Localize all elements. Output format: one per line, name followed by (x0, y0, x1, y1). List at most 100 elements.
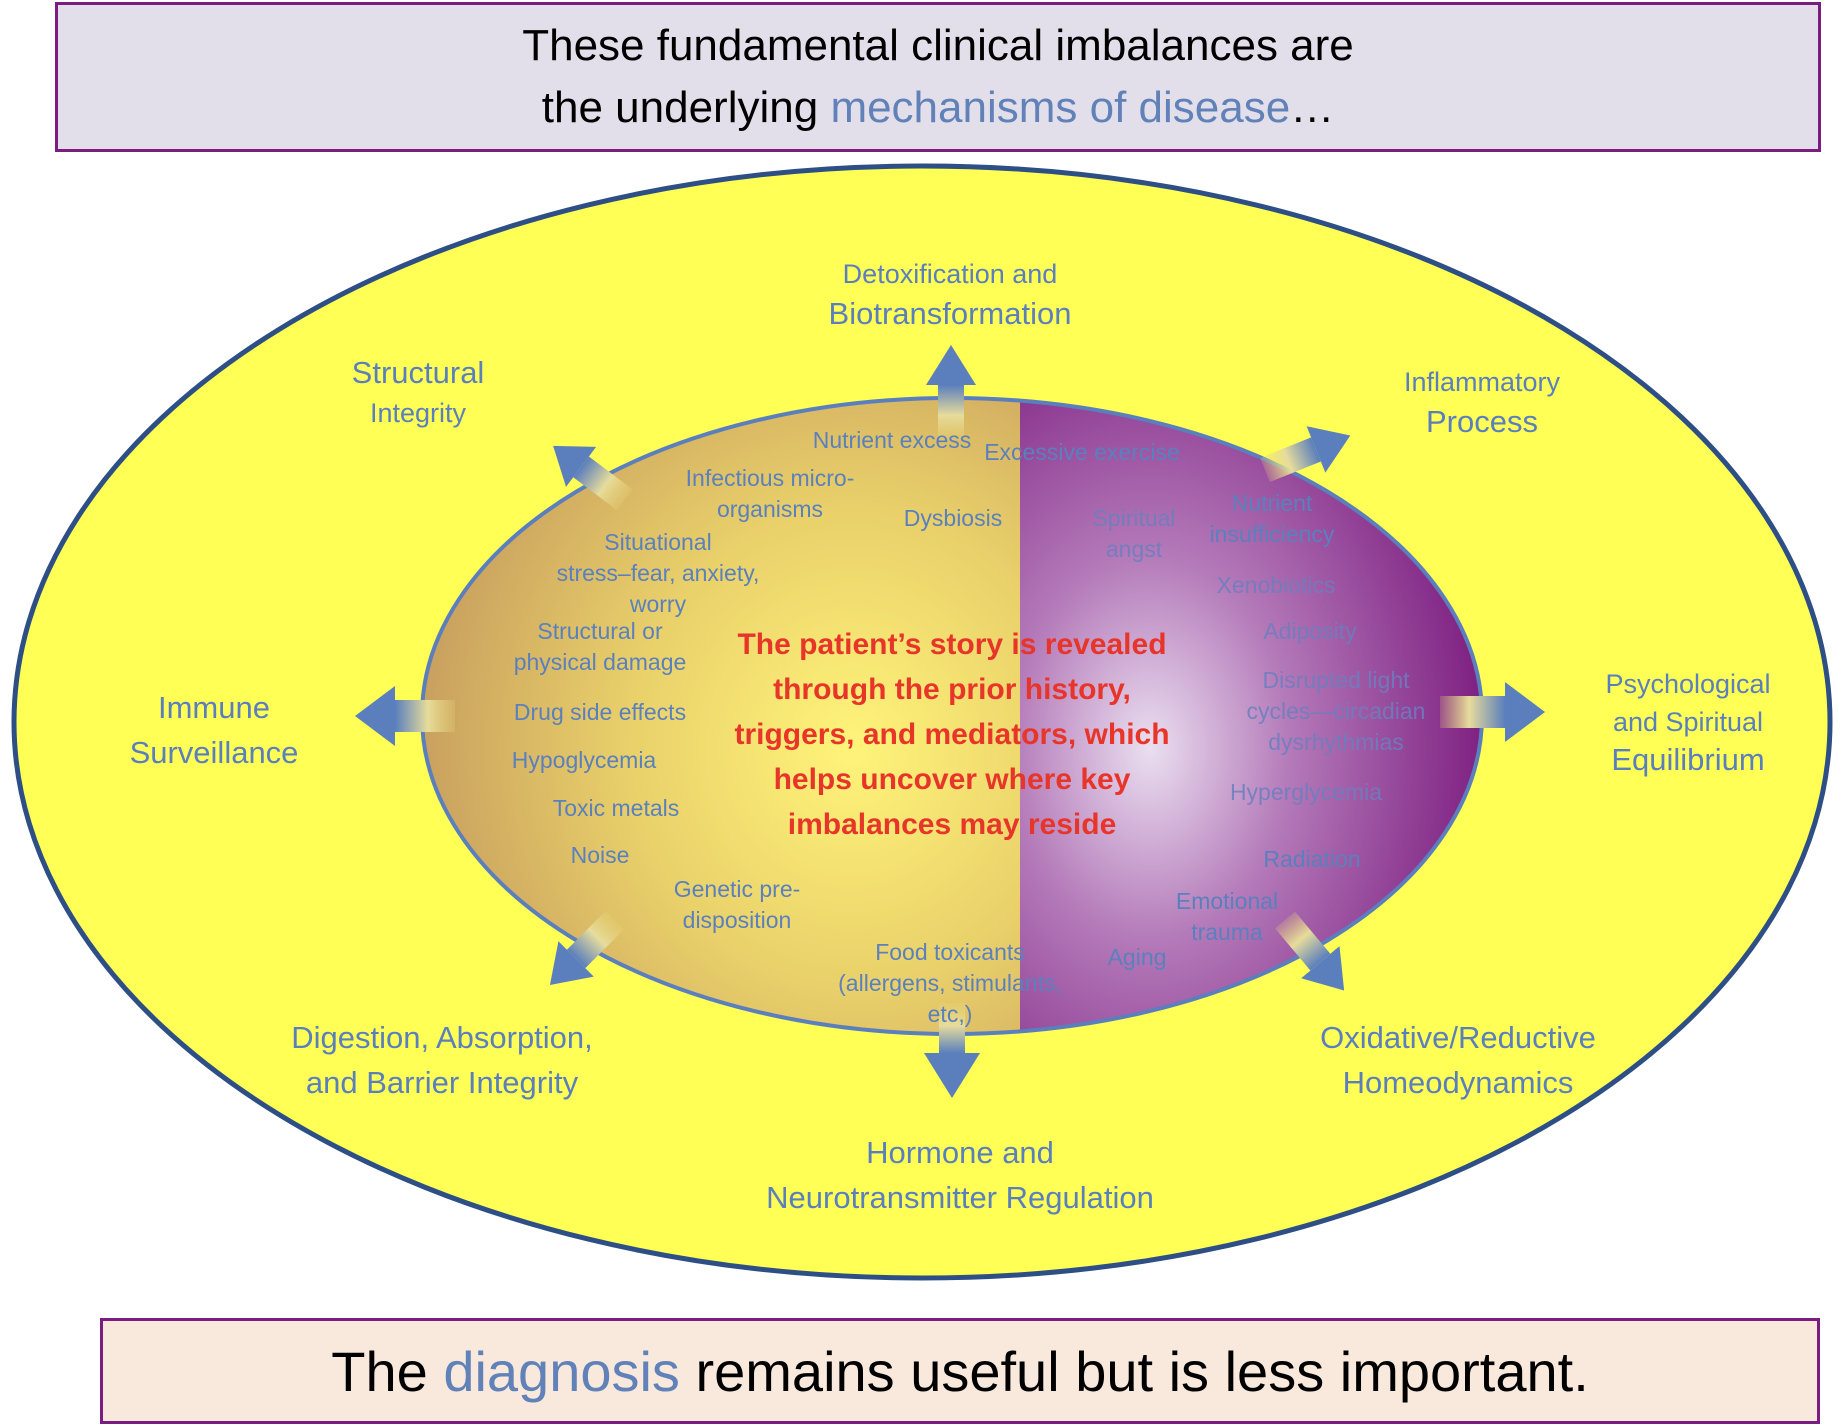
label-line: Radiation (1263, 846, 1361, 872)
label-line: Immune (158, 690, 270, 725)
factor-hyperglycemia: Hyperglycemia (1230, 777, 1382, 808)
label-line: disposition (682, 907, 792, 933)
label-line: Food toxicants (875, 939, 1025, 965)
label-line: Nutrient excess (812, 427, 972, 453)
label-line: Detoxification and (842, 259, 1058, 289)
footer-suffix: remains useful but is less important. (679, 1339, 1589, 1403)
factor-drug-side-effects: Drug side effects (514, 697, 686, 728)
header-line-2-suffix: … (1290, 83, 1335, 132)
label-line: Hypoglycemia (511, 747, 657, 773)
label-line: Toxic metals (552, 795, 680, 821)
label-line: Xenobiotics (1216, 572, 1336, 598)
label-line: Digestion, Absorption, (291, 1020, 593, 1055)
arrow-left-immune-icon (355, 686, 455, 746)
label-line: stress–fear, anxiety, (556, 560, 760, 586)
factor-aging: Aging (1108, 942, 1167, 973)
arrow-downright-oxidative-icon (1275, 911, 1345, 991)
label-line: Dysbiosis (903, 505, 1003, 531)
factor-situational-stress: Situational stress–fear, anxiety, worry (557, 527, 760, 620)
footer-line: The diagnosis remains useful but is less… (331, 1339, 1589, 1404)
header-accent-text: mechanisms of disease (830, 83, 1291, 132)
label-line: physical damage (513, 649, 687, 675)
center-statement: The patient’s story is revealed through … (734, 622, 1169, 847)
label-line: Neurotransmitter Regulation (766, 1180, 1154, 1215)
factor-radiation: Radiation (1263, 844, 1360, 875)
footer-prefix: The (331, 1339, 444, 1403)
center-line: through the prior history, (773, 673, 1131, 706)
label-line: Surveillance (129, 735, 299, 770)
label-line: Integrity (369, 398, 467, 428)
label-line: Genetic pre- (673, 876, 801, 902)
label-line: Noise (570, 842, 630, 868)
label-line: Adiposity (1263, 618, 1357, 644)
center-line: imbalances may reside (787, 808, 1117, 841)
label-line: Inflammatory (1403, 367, 1561, 397)
label-line: Emotional (1175, 888, 1279, 914)
factor-noise: Noise (571, 840, 630, 871)
label-psychological-spiritual: Psychological and Spiritual Equilibrium (1605, 665, 1770, 779)
factor-nutrient-excess: Nutrient excess (813, 425, 972, 456)
center-line: The patient’s story is revealed (737, 628, 1167, 661)
label-line: trauma (1191, 919, 1263, 945)
label-line: Infectious micro- (685, 465, 855, 491)
label-line: Structural (351, 355, 485, 390)
arrow-upleft-structural-icon (553, 445, 633, 511)
label-detoxification: Detoxification and Biotransformation (829, 254, 1072, 334)
label-line: Oxidative/Reductive (1320, 1020, 1596, 1055)
factor-structural-damage: Structural or physical damage (514, 616, 687, 678)
center-line: triggers, and mediators, which (734, 718, 1170, 751)
factor-hypoglycemia: Hypoglycemia (512, 745, 656, 776)
label-line: angst (1105, 536, 1163, 562)
header-line-2: the underlying mechanisms of disease… (542, 77, 1334, 139)
label-line: Biotransformation (828, 296, 1072, 331)
arrow-right-psych-icon (1440, 682, 1545, 742)
label-inflammatory-process: Inflammatory Process (1404, 362, 1560, 442)
label-line: Spiritual (1092, 505, 1176, 531)
factor-spiritual-angst: Spiritual angst (1092, 503, 1175, 565)
header-banner: These fundamental clinical imbalances ar… (55, 2, 1821, 152)
label-line: worry (629, 591, 687, 617)
label-line: Structural or (537, 618, 663, 644)
footer-banner: The diagnosis remains useful but is less… (100, 1318, 1820, 1424)
label-line: Excessive exercise (984, 439, 1180, 465)
arrow-downleft-digestion-icon (549, 910, 625, 986)
label-line: and Spiritual (1612, 707, 1764, 737)
label-line: Drug side effects (513, 699, 687, 725)
label-line: Nutrient (1231, 490, 1313, 516)
factor-food-toxicants: Food toxicants (allergens, stimulants, e… (838, 937, 1062, 1030)
factor-genetic-predisposition: Genetic pre- disposition (674, 874, 801, 936)
label-line: insufficiency (1209, 521, 1335, 547)
center-line: helps uncover where key (773, 763, 1131, 796)
factor-disrupted-light-cycles: Disrupted light cycles—circadian dysrhyt… (1247, 665, 1426, 758)
factor-emotional-trauma: Emotional trauma (1176, 886, 1278, 948)
label-line: Aging (1107, 944, 1167, 970)
arrow-up-detox-icon (926, 345, 976, 440)
label-line: Psychological (1605, 669, 1771, 699)
factor-excessive-exercise: Excessive exercise (984, 437, 1180, 468)
factor-toxic-metals: Toxic metals (553, 793, 680, 824)
factor-dysbiosis: Dysbiosis (904, 503, 1002, 534)
label-structural-integrity: Structural Integrity (352, 353, 485, 433)
footer-accent-text: diagnosis (443, 1339, 680, 1403)
label-line: dysrhythmias (1268, 729, 1404, 755)
arrow-down-hormone-icon (924, 1003, 980, 1098)
factor-xenobiotics: Xenobiotics (1217, 570, 1336, 601)
factor-infectious-microorganisms: Infectious micro- organisms (686, 463, 855, 525)
label-line: cycles—circadian (1246, 698, 1426, 724)
label-line: Hyperglycemia (1229, 779, 1383, 805)
label-line: organisms (716, 496, 824, 522)
label-line: Homeodynamics (1342, 1065, 1574, 1100)
label-oxidative-reductive: Oxidative/Reductive Homeodynamics (1320, 1015, 1596, 1105)
header-line-1: These fundamental clinical imbalances ar… (522, 21, 1354, 70)
label-line: and Barrier Integrity (305, 1065, 579, 1100)
label-hormone-neurotransmitter: Hormone and Neurotransmitter Regulation (766, 1130, 1154, 1220)
factor-adiposity: Adiposity (1263, 616, 1356, 647)
label-line: (allergens, stimulants, (838, 970, 1062, 996)
label-line: Situational (604, 529, 712, 555)
label-line: Hormone and (866, 1135, 1054, 1170)
label-line: Disrupted light (1262, 667, 1410, 693)
arrow-upright-inflammatory-icon (1260, 426, 1351, 483)
label-immune-surveillance: Immune Surveillance (130, 685, 299, 775)
factor-nutrient-insufficiency: Nutrient insufficiency (1210, 488, 1335, 550)
